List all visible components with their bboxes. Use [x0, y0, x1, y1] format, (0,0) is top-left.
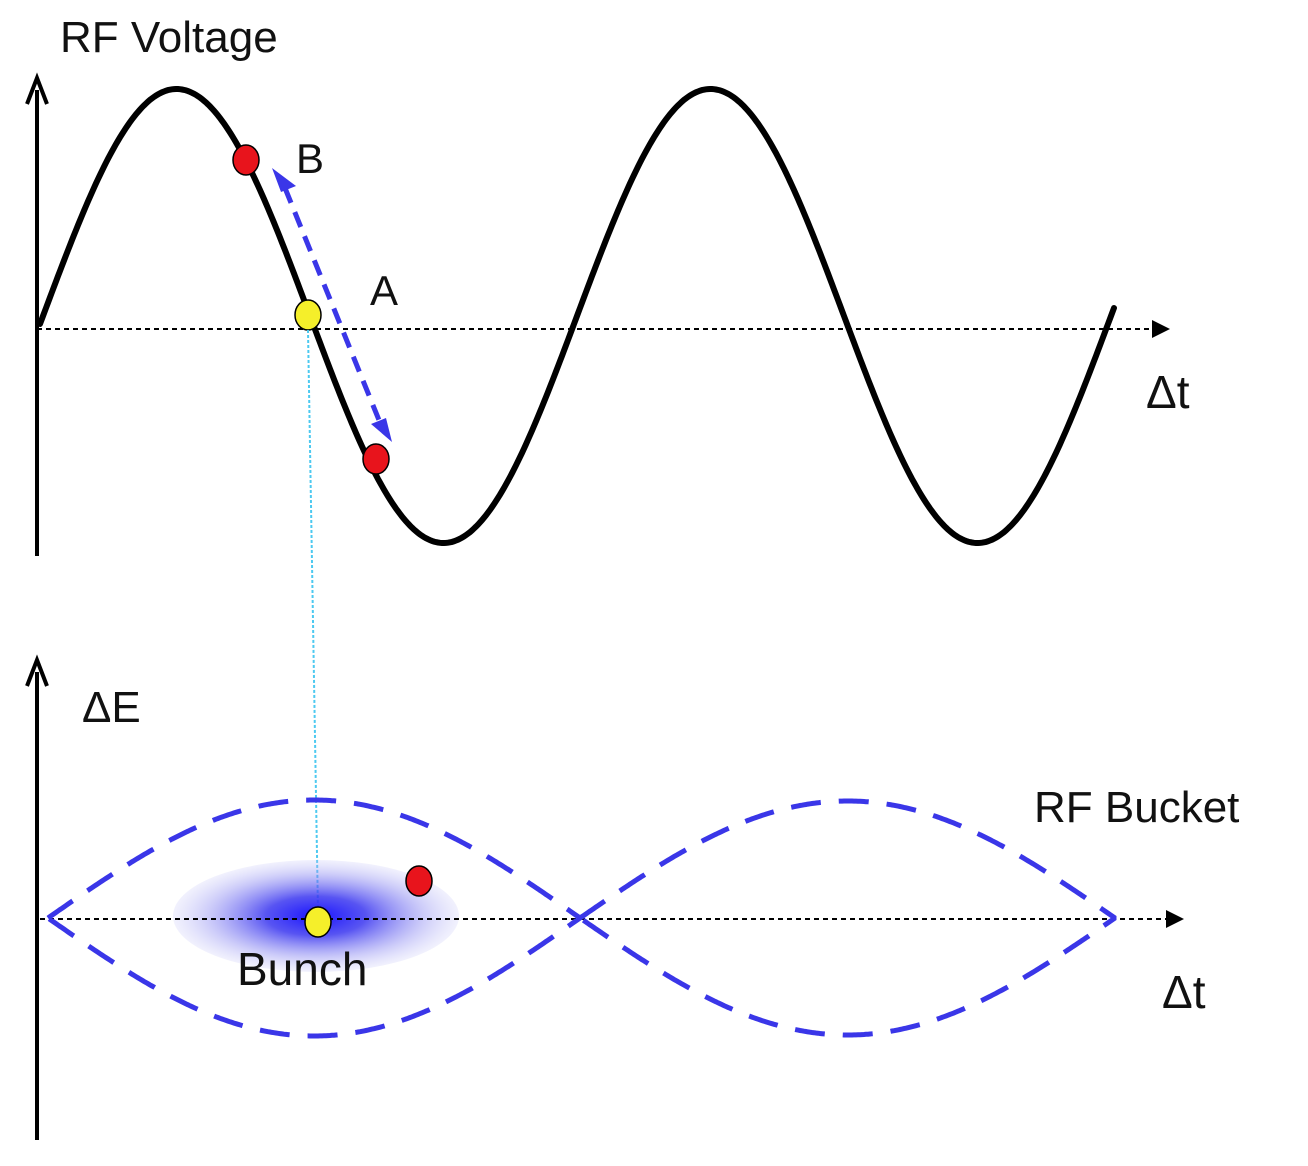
- bottom-time-axis-arrowhead: [1166, 910, 1184, 928]
- energy-axis-arrowhead: [25, 654, 49, 687]
- oscillation-double-arrow: [282, 187, 386, 431]
- top-time-axis-arrowhead: [1152, 320, 1170, 338]
- particle-late: [362, 443, 390, 475]
- top-time-axis-label: Δt: [1146, 366, 1190, 418]
- energy-axis-label: ΔE: [82, 683, 141, 732]
- point-b-label: B: [296, 135, 324, 182]
- rf-voltage-panel: RF Voltage Δt B A: [25, 13, 1190, 556]
- bottom-time-axis-label: Δt: [1162, 966, 1206, 1018]
- bucket-label: RF Bucket: [1034, 783, 1239, 832]
- phase-guide-line: [307, 329, 319, 913]
- rf-bucket-right: [575, 798, 1117, 1038]
- voltage-axis-label: RF Voltage: [60, 13, 278, 62]
- point-a-label: A: [370, 267, 398, 314]
- phase-space-particle-red: [405, 865, 433, 897]
- oscillation-arrowhead-up: [272, 168, 296, 192]
- rf-voltage-curve: [37, 86, 1117, 546]
- particle-a-synchronous: [294, 299, 322, 331]
- oscillation-arrowhead-down: [371, 418, 392, 442]
- phase-space-panel: ΔE Δt RF Bucket Bunch: [25, 654, 1239, 1140]
- voltage-axis-arrowhead: [25, 72, 49, 105]
- particle-b: [232, 144, 260, 176]
- phase-space-particle-yellow: [304, 906, 332, 938]
- bunch-label: Bunch: [237, 943, 367, 995]
